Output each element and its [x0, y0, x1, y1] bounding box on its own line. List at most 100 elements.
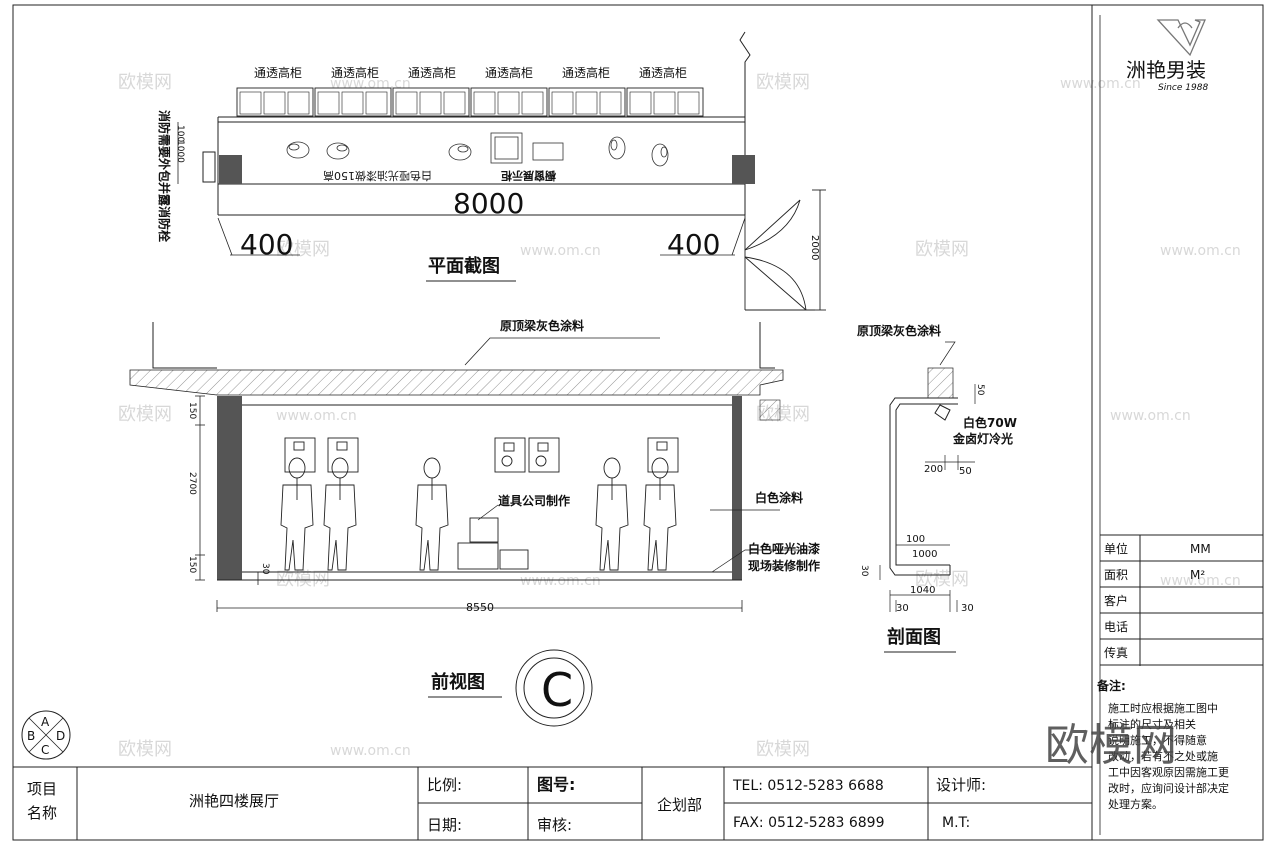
fire-hydrant-box [202, 151, 216, 183]
front-dim-30: 30 [260, 563, 270, 575]
watermark-text: 欧模网 [118, 739, 172, 760]
picture-frame-inner [656, 441, 668, 451]
cabinet-label-1: 通透高柜 [254, 65, 302, 80]
front-dim-150-bottom: 150 [187, 556, 197, 573]
plan-door [744, 189, 826, 311]
drawing-frame [12, 4, 1264, 841]
watermark-layer: 欧模网 www.om.cn 欧模网 www.om.cn 欧模网 www.om.cn 欧模网 w… [118, 72, 1241, 760]
cabinet-shelf [443, 91, 466, 115]
front-column-right [732, 396, 742, 580]
title-block: 项目 名称 洲艳四楼展厅 比例: 图号: 日期: 审核: 企划部 TEL: 05… [13, 766, 1092, 840]
base-note-2: 现场装修制作 [748, 558, 820, 573]
cabinet-shelf [317, 91, 340, 115]
department: 企划部 [657, 796, 702, 814]
cabinet-shelf [341, 91, 364, 115]
side-table-value: MM [1190, 542, 1211, 556]
wall-note: 白色涂料 [755, 490, 803, 505]
picture-frame-circle [501, 455, 513, 467]
watermark-text: 欧模网 [756, 72, 810, 93]
remarks-line: 处理方案。 [1108, 797, 1163, 811]
tel-number: TEL: 0512-5283 6688 [732, 778, 884, 794]
picture-frame [647, 437, 679, 473]
front-dim-2700: 2700 [187, 472, 197, 495]
cabinet-label-5: 通透高柜 [562, 65, 610, 80]
cabinet-shelf [653, 91, 676, 115]
watermark-text: www.om.cn [520, 243, 601, 259]
picture-frame-circle [535, 455, 547, 467]
cabinet-unit [392, 87, 470, 117]
cabinet-label-2: 通透高柜 [331, 65, 379, 80]
side-table-value: M² [1190, 568, 1205, 582]
cabinet-unit [314, 87, 392, 117]
section-dim-30a: 30 [896, 603, 909, 614]
plan-column-left [219, 155, 242, 184]
plan-dim-door: 2000 [809, 235, 820, 260]
section-title: 剖面图 [887, 626, 941, 648]
mannequin-body [643, 484, 677, 571]
front-dim-150-top: 150 [187, 402, 197, 419]
cabinet-shelf [521, 91, 544, 115]
watermark-text: 欧模网 [118, 72, 172, 93]
section-dimensions [879, 384, 976, 612]
watermark-text: 欧模网 [756, 739, 810, 760]
mt-label: M.T: [942, 815, 970, 831]
compass-symbol: A B C D [21, 710, 71, 760]
section-dim-1000: 1000 [912, 549, 937, 560]
mannequin-body [595, 484, 629, 571]
compass-a: A [41, 715, 50, 729]
watermark-text: 欧模网 [118, 404, 172, 425]
project-label-2: 名称 [27, 804, 57, 822]
base-note-1: 白色哑光油漆 [748, 541, 820, 556]
mannequin-body [415, 484, 449, 571]
cabinet-shelf [287, 91, 310, 115]
mannequin-head [423, 457, 441, 479]
remarks-line: 工中因客观原因需施工更 [1108, 765, 1229, 779]
view-marker-outer [515, 649, 593, 727]
watermark-text: www.om.cn [520, 573, 601, 589]
cabinet-label-6: 通透高柜 [639, 65, 687, 80]
watermark-text: www.om.cn [1160, 573, 1241, 589]
cabinet-label-4: 通透高柜 [485, 65, 533, 80]
compass-c: C [41, 743, 49, 757]
cabinet-shelf [239, 91, 262, 115]
section-view: 原顶梁灰色涂料 50 白色70W 金卤灯冷光 200 50 100 1000 3… [857, 323, 1017, 653]
front-title: 前视图 [431, 671, 485, 693]
front-dimensions [195, 395, 743, 612]
watermark-text: www.om.cn [330, 743, 411, 759]
cabinet-shelf [263, 91, 286, 115]
section-dim-100: 100 [906, 534, 925, 545]
light-note-2: 金卤灯冷光 [952, 431, 1013, 446]
props-note: 道具公司制作 [498, 493, 570, 508]
plan-column-right [732, 155, 755, 184]
remarks-line: 施工时应根据施工图中 [1108, 701, 1218, 715]
watermark-text: 欧模网 [915, 239, 969, 260]
front-column-left [217, 396, 242, 580]
mannequin-head [288, 457, 306, 479]
cabinet-shelf [677, 91, 700, 115]
plan-title: 平面截图 [428, 255, 500, 277]
picture-frame-inner [336, 441, 348, 451]
cabinet-label-3: 通透高柜 [408, 65, 456, 80]
designer-label: 设计师: [936, 776, 986, 794]
picture-frame [284, 437, 316, 473]
mannequin-head [603, 457, 621, 479]
fire-hydrant-note: 消防需要外包并露消防栓 [157, 110, 172, 242]
section-dim-200: 200 [924, 464, 943, 475]
picture-frame [494, 437, 526, 473]
cabinet-shelf [365, 91, 388, 115]
side-table-label: 传真 [1104, 645, 1128, 660]
front-ceiling-beam [129, 369, 784, 396]
plan-dim-100: 100 [175, 125, 185, 142]
cabinet-shelf [497, 91, 520, 115]
brand-logo: 洲艳男装 Since 1988 [1126, 19, 1208, 93]
front-mannequins [280, 437, 679, 571]
plan-dim-total: 8000 [453, 187, 524, 220]
cabinet-unit [236, 87, 314, 117]
cabinet-shelf [551, 91, 574, 115]
plan-view: 通透高柜 通透高柜 通透高柜 通透高柜 通透高柜 通透高柜 消防需要外包并露消防… [157, 31, 826, 311]
side-table-label: 单位 [1104, 541, 1128, 556]
cabinet-shelf [629, 91, 652, 115]
